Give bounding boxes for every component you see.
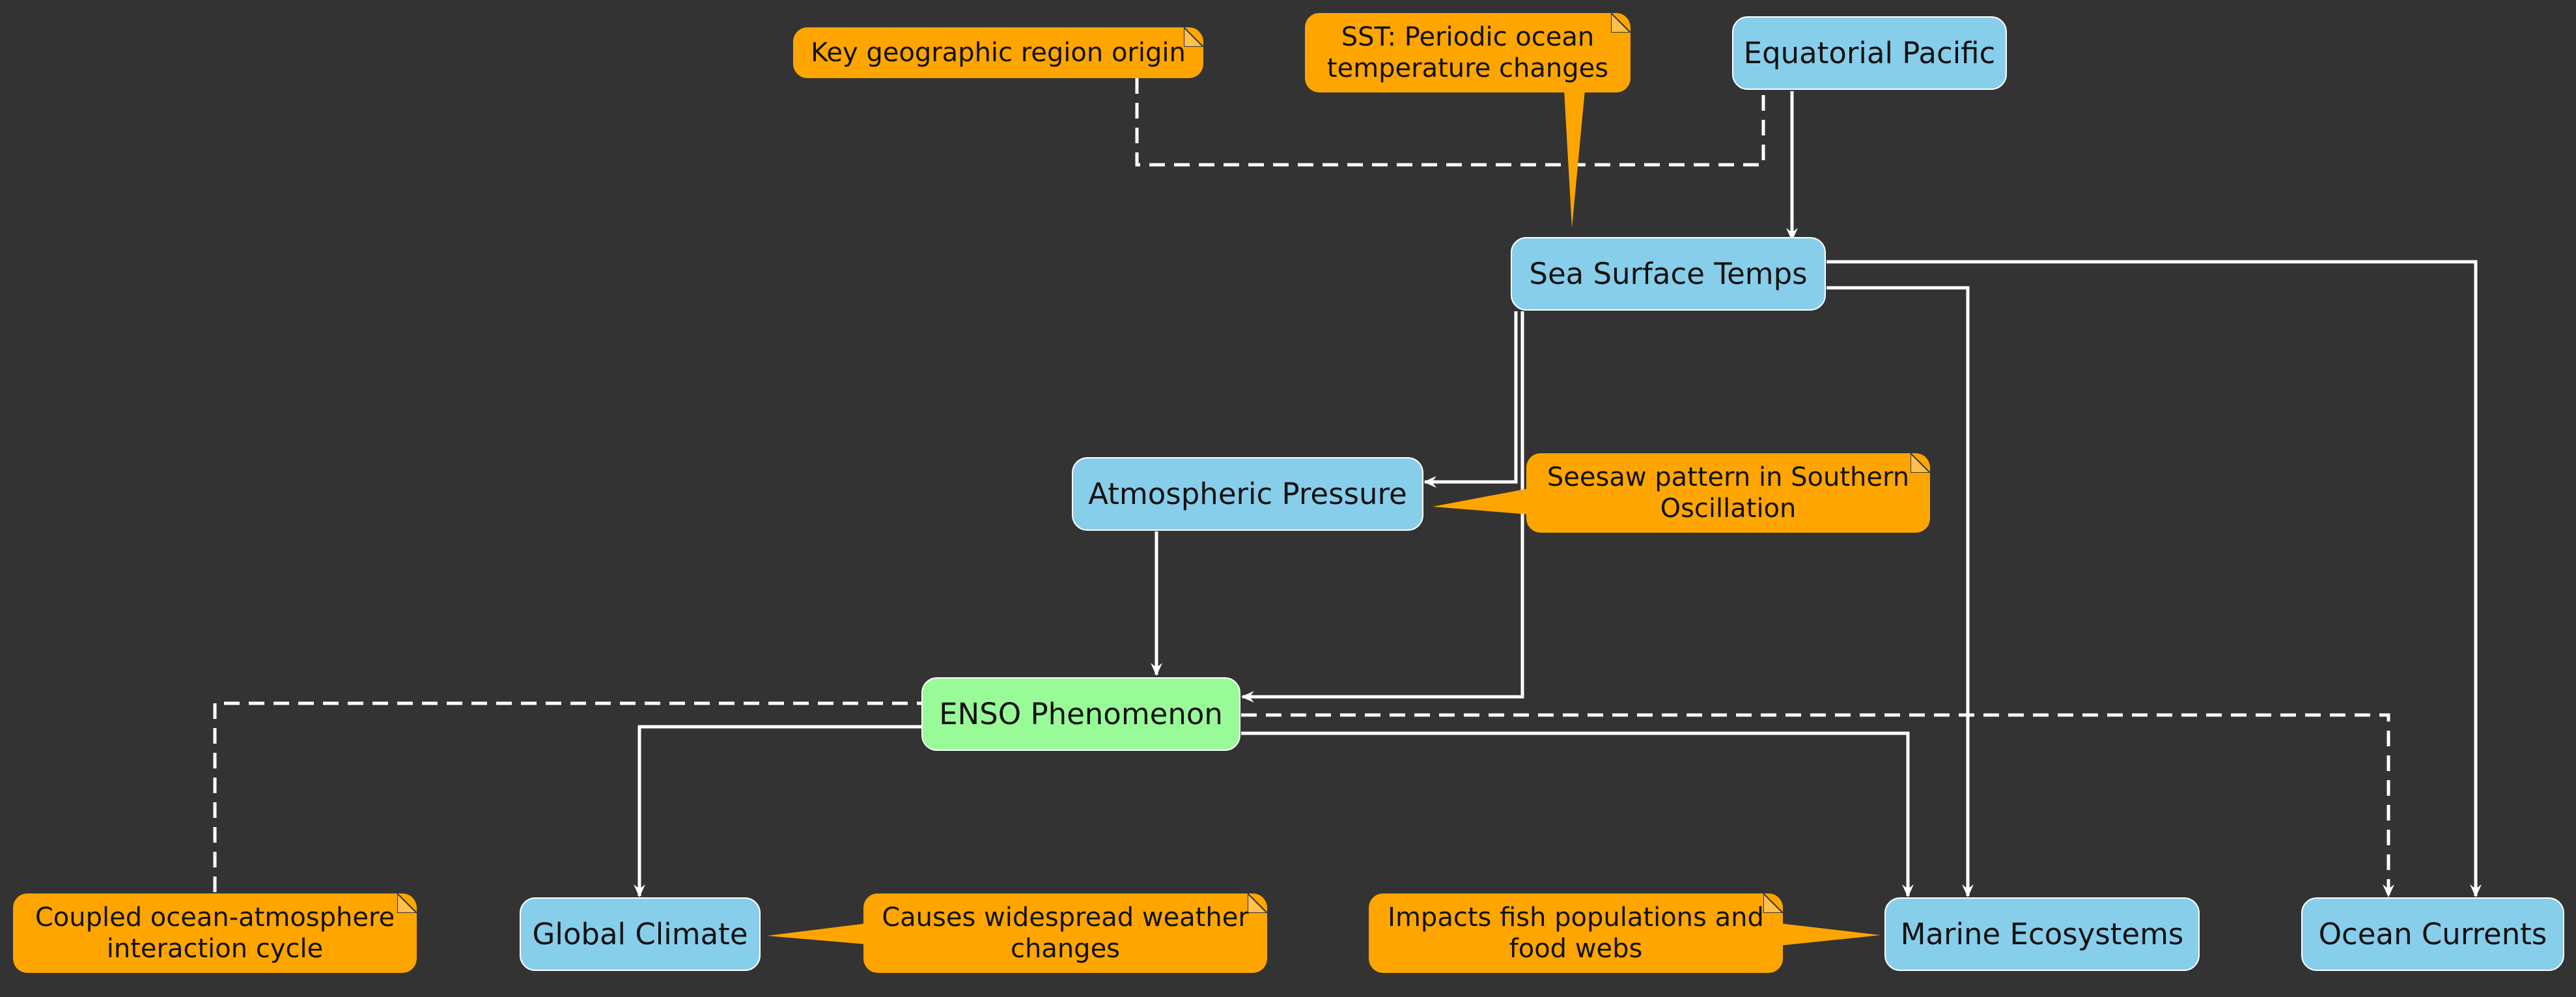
node-label: Global Climate [532,917,748,951]
edge-sst-to-pressure [1423,311,1518,488]
note-text: Causes widespread weather changes [882,903,1249,964]
note-sst: SST: Periodic ocean temperature changes [1305,13,1631,92]
node-label: Marine Ecosystems [1900,917,2184,951]
note-region-origin: Key geographic region origin [793,27,1203,78]
note-tail-sst [1564,90,1585,228]
note-link-region-origin [1135,78,1765,167]
note-text: Impacts fish populations and food webs [1388,903,1764,964]
edge-enso-to-climate [634,725,921,897]
node-equatorial-pacific: Equatorial Pacific [1732,16,2007,90]
note-fold-icon [1763,893,1783,913]
node-sea-surface-temps: Sea Surface Temps [1511,237,1826,311]
note-coupled: Coupled ocean-atmosphere interaction cyc… [13,893,417,973]
note-text: Coupled ocean-atmosphere interaction cyc… [35,903,395,964]
node-ocean-currents: Ocean Currents [2301,897,2564,971]
edge-sst-to-ocean [1827,260,2482,897]
note-text: Seesaw pattern in Southern Oscillation [1547,462,1910,524]
node-label: Equatorial Pacific [1743,36,1996,70]
node-marine-ecosystems: Marine Ecosystems [1884,897,2200,971]
edge-sst-to-marine [1827,286,1974,897]
note-tail-weather [767,923,866,944]
note-fold-icon [1248,893,1267,913]
note-link-coupled [213,701,921,892]
note-tail-seesaw [1433,488,1529,514]
note-fold-icon [1184,27,1203,47]
node-label: Atmospheric Pressure [1088,477,1407,511]
edge-sst-to-enso [1241,311,1524,703]
node-label: ENSO Phenomenon [939,697,1223,731]
node-atmospheric-pressure: Atmospheric Pressure [1072,457,1423,531]
note-text: SST: Periodic ocean temperature changes [1326,22,1609,83]
note-fold-icon [397,893,417,913]
note-tail-fish [1780,923,1881,946]
note-fold-icon [1611,13,1631,33]
note-text: Key geographic region origin [811,38,1186,68]
note-weather: Causes widespread weather changes [863,893,1267,973]
note-seesaw: Seesaw pattern in Southern Oscillation [1526,453,1930,533]
node-global-climate: Global Climate [520,897,761,971]
note-fish: Impacts fish populations and food webs [1369,893,1783,973]
node-enso-phenomenon: ENSO Phenomenon [921,677,1240,751]
node-label: Sea Surface Temps [1529,257,1808,291]
note-fold-icon [1911,453,1930,473]
edge-enso-to-marine [1241,731,1914,897]
node-label: Ocean Currents [2318,917,2547,951]
edge-enso-to-ocean-dashed [1241,713,2394,897]
